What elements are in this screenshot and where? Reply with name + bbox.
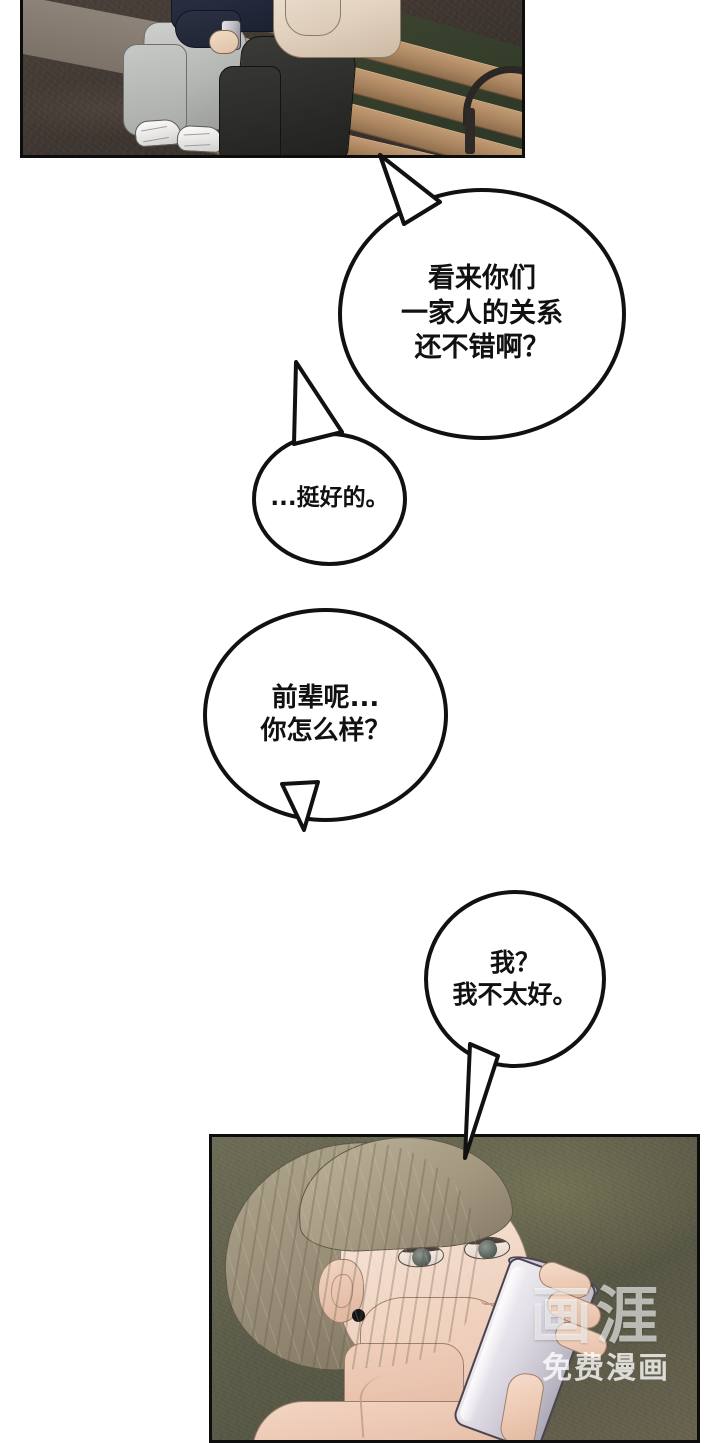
cream-sleeve [285,0,341,36]
sneaker-left [134,118,182,148]
sneaker-right [176,124,224,154]
speech-bubble-3-text: 前辈呢... 你怎么样？ [260,682,391,746]
speech-bubble-3-tail [268,778,358,848]
speech-bubble-4-text: 我？ 我不太好。 [452,948,578,1009]
park-bench-panel [20,0,525,158]
speech-bubble-3: 前辈呢... 你怎么样？ [203,608,448,822]
speech-bubble-2-tail [278,358,388,458]
speech-bubble-1-tail [334,150,464,260]
speech-bubble-2: ...挺好的。 [252,432,407,566]
collarbone-line [357,1370,449,1438]
speech-bubble-4-tail [440,1040,530,1170]
speech-bubble-4: 我？ 我不太好。 [424,890,606,1068]
drinking-closeup-panel: 画涯 免费漫画 [209,1134,700,1443]
speech-bubble-2-text: ...挺好的。 [270,485,389,512]
speech-bubble-1: 看来你们 一家人的关系 还不错啊？ [338,188,626,440]
hand-holding-can [209,30,239,54]
black-trousers-left [219,66,281,155]
stud-earring [352,1309,365,1322]
speech-bubble-1-text: 看来你们 一家人的关系 还不错啊？ [401,263,563,364]
